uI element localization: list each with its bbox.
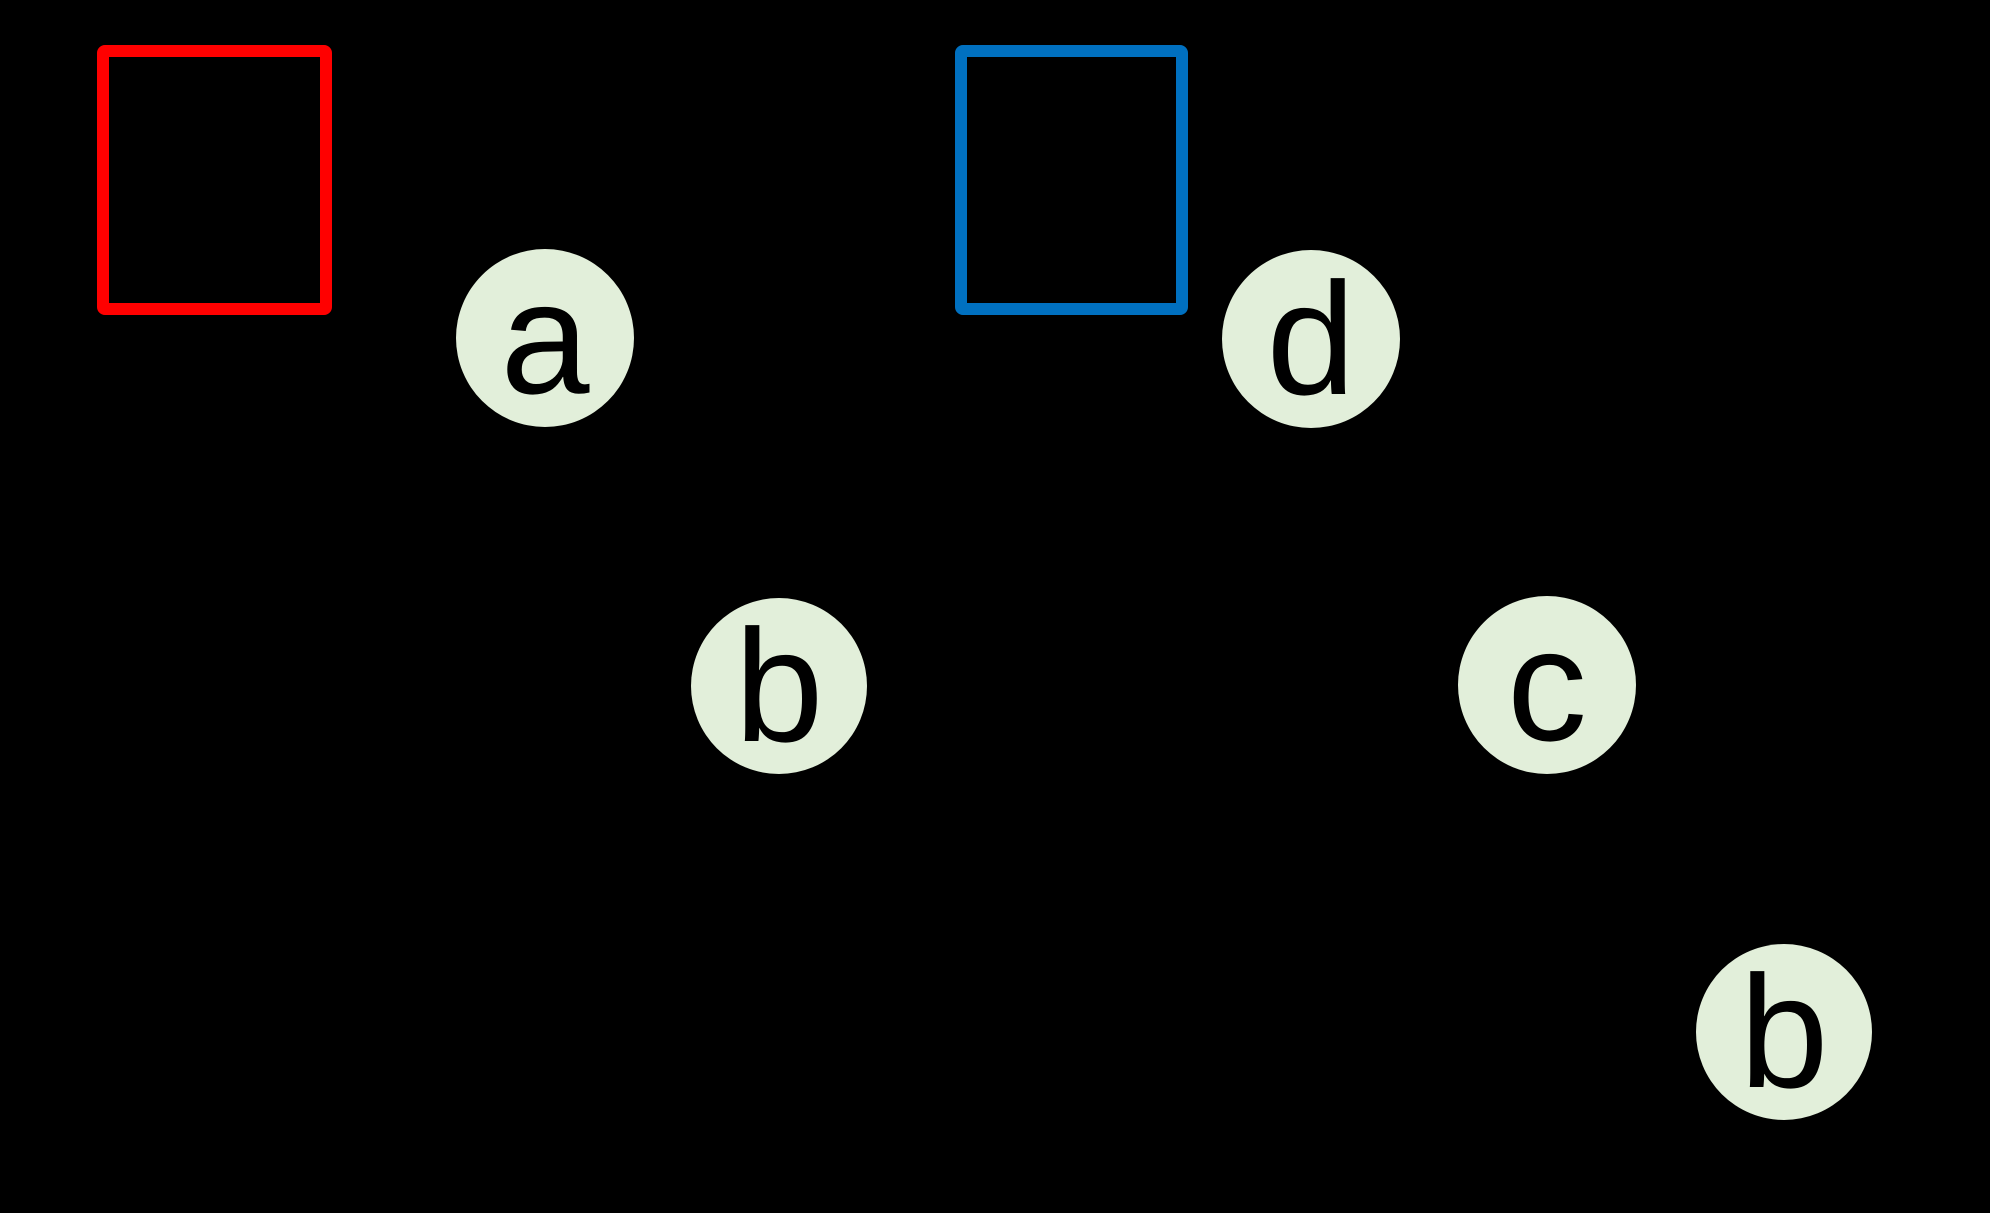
red-square-outline-icon [97,45,332,315]
graph-node-c: c [1458,596,1636,774]
blue-square-outline-icon [955,45,1188,315]
graph-node-d: d [1222,250,1400,428]
graph-node-b: b [691,598,867,774]
graph-node-b: b [1696,944,1872,1120]
graph-node-a: a [456,249,634,427]
